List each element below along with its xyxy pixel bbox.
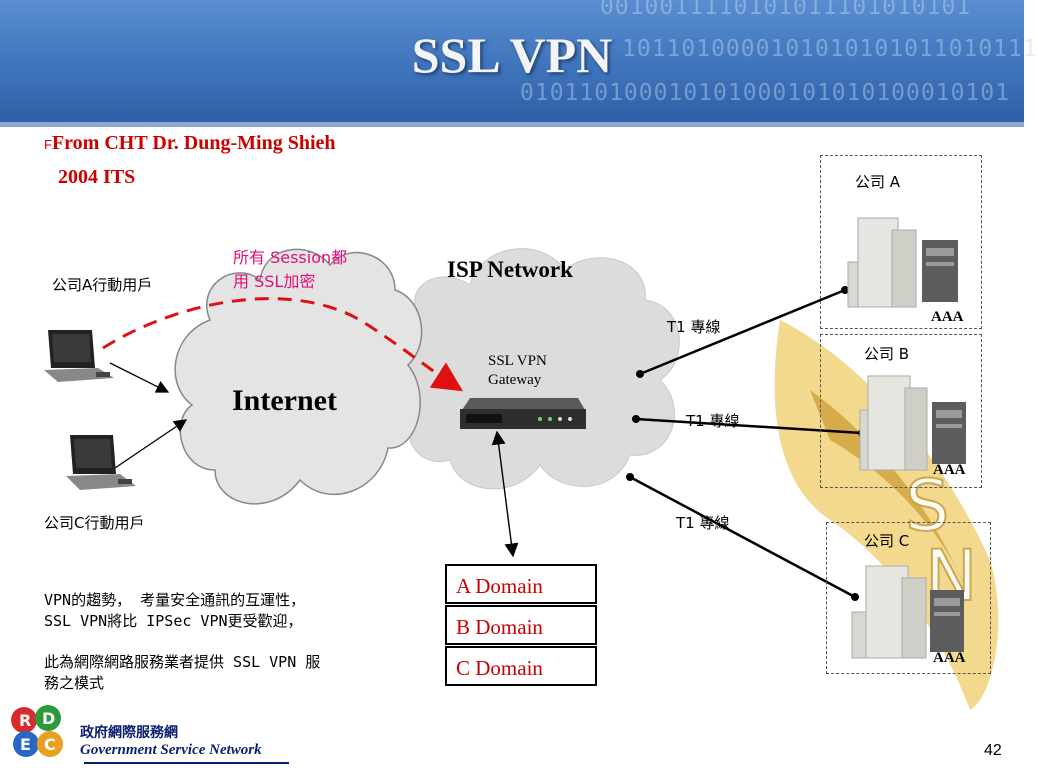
t1-label-b: T1 專線 [686, 412, 740, 430]
notes-model: 此為網際網路服務業者提供 SSL VPN 服 務之模式 [44, 652, 394, 694]
server-c-icon [930, 590, 964, 652]
laptop-icon [66, 435, 136, 490]
rdec-logo: R D E C [11, 705, 63, 757]
internet-label: Internet [232, 384, 337, 417]
gateway-domain-arrow [491, 430, 519, 558]
page-title: SSL VPN [411, 27, 613, 83]
isp-network-label: ISP Network [447, 257, 573, 282]
credit-author: From CHT Dr. Dung-Ming Shieh [51, 132, 336, 154]
user-a-label: 公司A行動用戶 [52, 276, 153, 294]
header-divider [0, 122, 1024, 127]
aaa-label-b: AAA [933, 462, 966, 478]
ssl-vpn-gateway-device [460, 398, 586, 429]
connector-arrow [109, 362, 170, 393]
company-c-label: 公司 C [864, 532, 910, 550]
domain-a-box: A Domain [445, 564, 597, 604]
binary-decoration: 0010011110101011101010101 [600, 0, 972, 20]
ssl-session-path [102, 297, 464, 392]
credit-event: 2004 ITS [58, 166, 136, 188]
bullet-marker: F [44, 137, 52, 152]
t1-line-c [629, 475, 856, 599]
binary-decoration: 1011010000101010101011010111 [622, 36, 1038, 62]
t1-line-b [635, 417, 863, 435]
credit-line: FFrom CHT Dr. Dung-Ming Shieh [44, 132, 336, 155]
company-b-box [820, 334, 982, 488]
laptop-icon [44, 330, 114, 382]
company-b-label: 公司 B [864, 345, 910, 363]
note-line: 務之模式 [44, 674, 105, 692]
server-b-icon [932, 402, 966, 464]
page-number: 42 [984, 742, 1002, 759]
footer-org-en: Government Service Network [80, 742, 262, 758]
footer-underline [84, 762, 289, 764]
logo-letter: C [44, 735, 56, 754]
company-a-box [820, 155, 982, 329]
building-c-icon [851, 565, 927, 659]
callout-line: 所有 Session都 [233, 248, 348, 267]
domain-c-box: C Domain [445, 646, 597, 686]
ssl-callout: 所有 Session都 用 SSL加密 [233, 246, 347, 294]
user-c-label: 公司C行動用戶 [44, 514, 145, 532]
internet-cloud [174, 248, 423, 505]
company-c-box [826, 522, 991, 674]
logo-letter: R [19, 711, 31, 730]
note-line: 此為網際網路服務業者提供 SSL VPN 服 [44, 653, 321, 671]
company-a-label: 公司 A [855, 173, 901, 191]
footer-org-zh: 政府網際服務網 [80, 725, 178, 741]
t1-label-a: T1 專線 [667, 318, 721, 336]
svg-text:S: S [905, 465, 949, 547]
title-banner: 0010011110101011101010101 10110100001010… [0, 0, 1037, 122]
gateway-label-line: SSL VPN [488, 353, 547, 369]
logo-letter: E [20, 735, 31, 754]
binary-decoration: 010110100010101000101010100010101 [520, 80, 1010, 106]
gateway-label: SSL VPN Gateway [488, 352, 547, 390]
domain-b-box: B Domain [445, 605, 597, 645]
server-a-icon [922, 240, 958, 302]
logo-letter: D [42, 709, 55, 728]
gateway-label-line: Gateway [488, 372, 542, 388]
callout-line: 用 SSL加密 [233, 272, 316, 291]
note-line: VPN的趨勢， 考量安全通訊的互運性， [44, 591, 306, 609]
t1-line-a [639, 288, 846, 376]
notes-trend: VPN的趨勢， 考量安全通訊的互運性， SSL VPN將比 IPSec VPN更… [44, 590, 305, 632]
note-line: SSL VPN將比 IPSec VPN更受歡迎， [44, 612, 303, 630]
aaa-label-a: AAA [931, 309, 964, 325]
building-b-icon [859, 375, 928, 471]
building-a-icon [847, 217, 917, 308]
connector-arrow [114, 419, 188, 469]
t1-label-c: T1 專線 [676, 514, 730, 532]
aaa-label-c: AAA [933, 650, 966, 666]
